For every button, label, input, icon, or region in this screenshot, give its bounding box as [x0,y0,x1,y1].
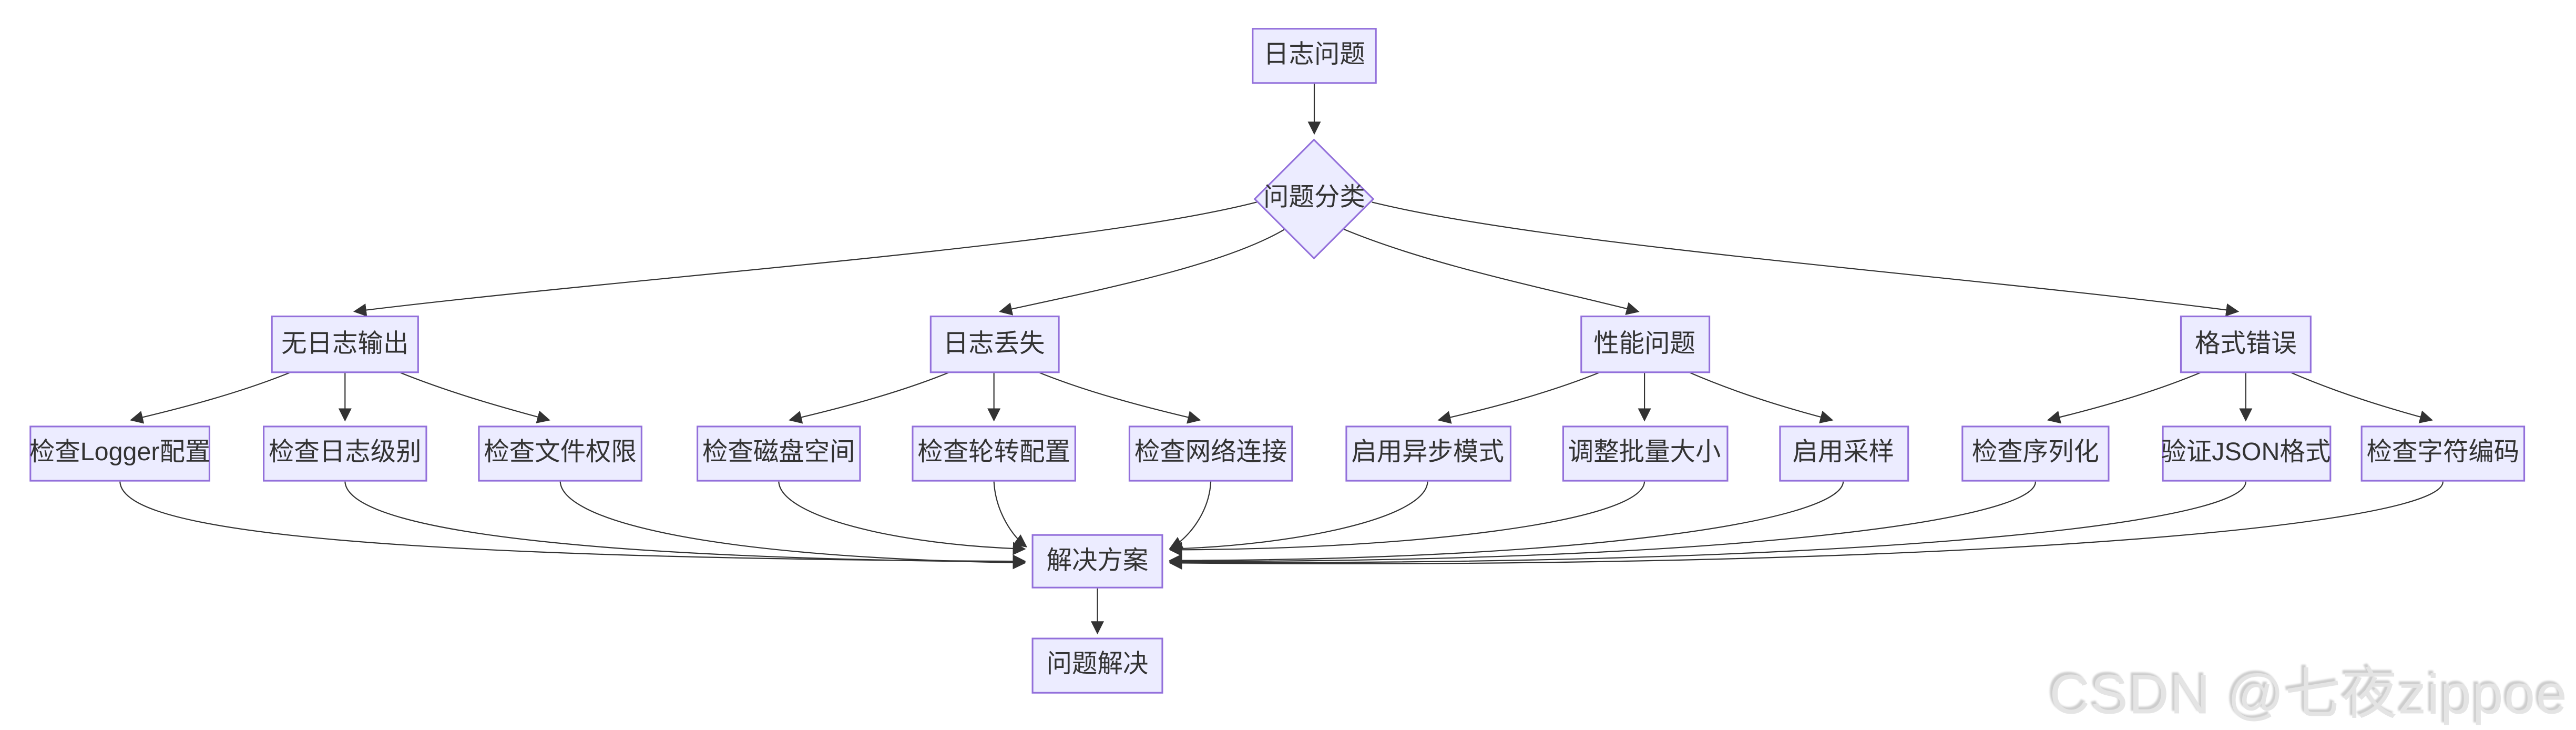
edge-perf-c7 [1437,371,1601,424]
edge-c2-solution [344,481,1026,569]
node-c1: 检查Logger配置 [29,424,210,482]
node-c9: 启用采样 [1778,424,1908,482]
edge-classify-format [1372,201,2240,317]
edge-format-c10 [2047,371,2202,424]
node-c6: 检查网络连接 [1128,424,1293,482]
node-c2: 检查日志级别 [263,424,427,482]
edge-c7-solution [1169,481,1428,555]
node-root: 日志问题 [1252,28,1377,83]
node-c4: 检查磁盘空间 [697,424,861,482]
edge-c11-solution [1169,481,2246,569]
edge-c1-solution [119,481,1026,568]
node-c5: 检查轮转配置 [912,424,1076,482]
edge-classify-no_output [353,201,1257,317]
edge-no_output-c1 [130,371,291,424]
node-c10: 检查序列化 [1961,424,2110,482]
edge-c6-solution [1169,481,1212,549]
edge-c4-solution [778,481,1026,555]
node-c8: 调整批量大小 [1561,424,1727,482]
edge-c9-solution [1169,481,1844,567]
edge-perf-c9 [1689,371,1834,424]
node-resolved: 问题解决 [1031,637,1163,693]
node-label-classify: 问题分类 [1263,184,1365,212]
node-c11: 验证JSON格式 [2161,424,2330,482]
edge-c5-solution [993,481,1028,548]
edge-lost-c4 [789,371,950,424]
edge-classify-lost [999,228,1285,316]
edge-no_output-c3 [399,371,550,423]
watermark: CSDN @七夜zippoe [2049,664,2568,727]
edge-format-c12 [2289,371,2433,423]
edge-c12-solution [1169,481,2444,570]
node-c12: 检查字符编码 [2360,424,2526,482]
node-solution: 解决方案 [1031,533,1163,589]
node-c3: 检查文件权限 [478,424,642,482]
edge-classify-perf [1343,228,1640,315]
edge-lost-c6 [1038,371,1201,424]
edge-c8-solution [1169,481,1645,556]
node-lost: 日志丢失 [929,316,1059,372]
edge-c3-solution [559,481,1026,570]
node-format: 格式错误 [2180,316,2312,372]
node-c7: 启用异步模式 [1344,424,1511,482]
node-no_output: 无日志输出 [271,316,419,372]
edge-c10-solution [1169,481,2036,568]
node-perf: 性能问题 [1579,316,1710,372]
edges-group [119,83,2444,635]
